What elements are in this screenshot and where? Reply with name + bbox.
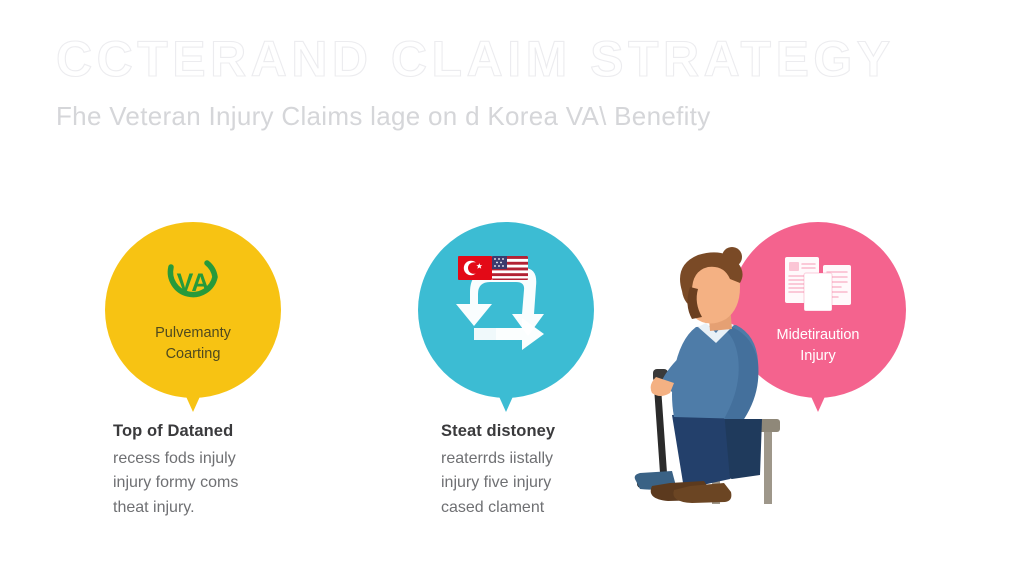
caption-title-2: Steat distoney	[441, 422, 556, 440]
caption-body-2: reaterrds iistally injury five injury ca…	[441, 450, 554, 516]
bubble-documents[interactable]: Midetiraution Injury	[730, 222, 906, 412]
bubble-tail	[184, 392, 202, 412]
caption-body-1: recess fods injuly injury formy coms the…	[113, 450, 239, 516]
caption-block-2: Steat distoney reaterrds iistally injury…	[441, 422, 691, 520]
usa-flag	[492, 256, 528, 280]
bubble-va-benefits[interactable]: VA Pulvemanty Coarting	[105, 222, 281, 412]
svg-text:VA: VA	[177, 269, 210, 297]
page-subtitle: Fhe Veteran Injury Claims lage on d Kore…	[56, 101, 711, 131]
page-title: CCTERAND CLAIM STRATEGY	[55, 31, 895, 87]
documents-icon	[779, 253, 857, 315]
header: CCTERAND CLAIM STRATEGY Fhe Veteran Inju…	[55, 31, 976, 132]
seated-man-with-cane-illustration	[612, 243, 817, 511]
turkey-flag	[458, 256, 492, 280]
bubble-label-va: Pulvemanty Coarting	[155, 325, 231, 362]
caption-block-1: Top of Dataned recess fods injuly injury…	[113, 422, 363, 520]
caption-title-1: Top of Dataned	[113, 422, 234, 440]
bubble-tail	[809, 392, 827, 412]
bubble-transfer-process[interactable]	[418, 222, 594, 412]
bubble-tail	[497, 392, 515, 412]
bubble-label-docs: Midetiraution Injury	[776, 327, 860, 364]
va-logo-icon: VA	[159, 255, 227, 311]
zigzag-arrow-flags-icon	[444, 244, 568, 376]
